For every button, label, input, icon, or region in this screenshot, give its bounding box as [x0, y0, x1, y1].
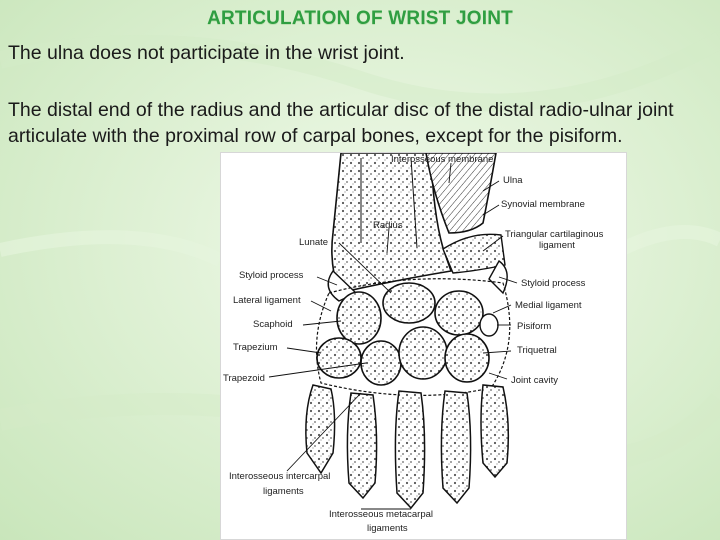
leader-lines	[268, 162, 518, 510]
ulna-bone	[425, 153, 497, 234]
paragraph-ulna: The ulna does not participate in the wri…	[8, 42, 405, 64]
distal-carpal-row	[316, 326, 490, 386]
radius-bone	[331, 153, 453, 294]
label-trapezoid: Trapezoid	[223, 373, 265, 384]
label-joint-cavity: Joint cavity	[511, 375, 558, 386]
label-lunate: Lunate	[299, 237, 328, 248]
ulnar-styloid	[488, 259, 508, 295]
metacarpals	[305, 384, 510, 510]
label-interosseous-membrane: Interosseous membrane	[391, 154, 493, 165]
label-synovial-membrane: Synovial membrane	[501, 199, 585, 210]
label-styloid-process-right: Styloid process	[521, 278, 586, 289]
wrist-joint-diagram: Interosseous membrane Ulna Synovial memb…	[220, 152, 627, 540]
label-interosseous-intercarpal-2: ligaments	[263, 486, 304, 497]
paragraph-radius: The distal end of the radius and the art…	[8, 99, 674, 147]
radial-styloid	[327, 269, 358, 302]
label-triquetral: Triquetral	[517, 345, 557, 356]
label-medial-ligament: Medial ligament	[515, 300, 582, 311]
slide-title: ARTICULATION OF WRIST JOINT	[207, 8, 513, 29]
label-radius: Radius	[373, 220, 403, 231]
label-interosseous-metacarpal-1: Interosseous metacarpal	[329, 509, 433, 520]
label-styloid-process-left: Styloid process	[239, 270, 304, 281]
proximal-carpal-row	[336, 282, 499, 345]
label-interosseous-metacarpal-2: ligaments	[367, 523, 408, 534]
label-ulna: Ulna	[503, 175, 523, 186]
label-pisiform: Pisiform	[517, 321, 551, 332]
label-triangular-ligament-2: ligament	[539, 240, 575, 251]
label-triangular-ligament-1: Triangular cartilaginous	[505, 229, 604, 240]
label-trapezium: Trapezium	[233, 342, 278, 353]
articular-disc	[442, 233, 506, 274]
label-interosseous-intercarpal-1: Interosseous intercarpal	[229, 471, 330, 482]
wrist-joint-drawing: Interosseous membrane Ulna Synovial memb…	[223, 153, 604, 534]
label-lateral-ligament: Lateral ligament	[233, 295, 301, 306]
label-scaphoid: Scaphoid	[253, 319, 293, 330]
